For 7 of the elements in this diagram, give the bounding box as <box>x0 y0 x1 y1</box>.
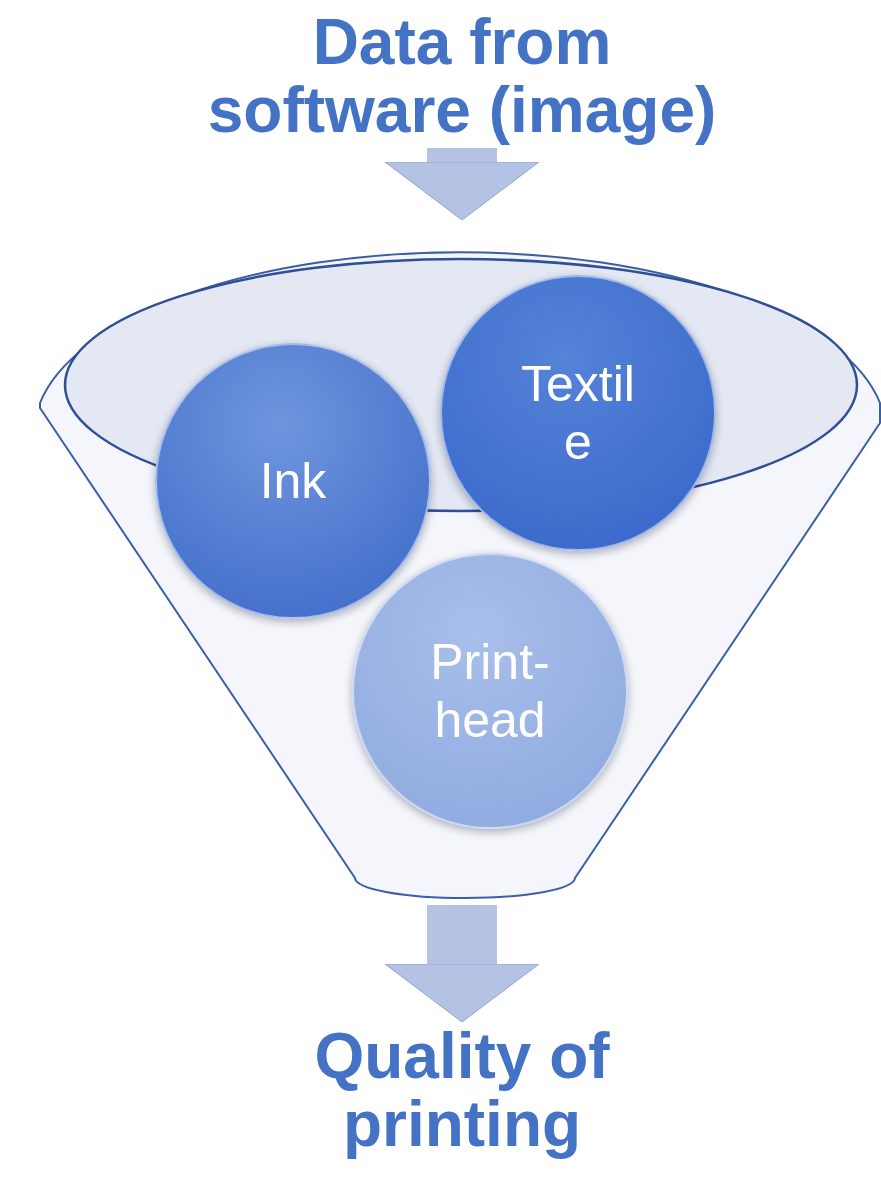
block-arrow <box>384 905 540 1023</box>
circle-label: Print-head <box>429 633 551 749</box>
circle-label: Ink <box>258 452 328 510</box>
circle-label: Textile <box>520 355 636 471</box>
heading-text: Data from software (image) <box>177 8 747 148</box>
heading-text: Quality of printing <box>222 1022 702 1177</box>
block-arrow <box>384 148 540 221</box>
